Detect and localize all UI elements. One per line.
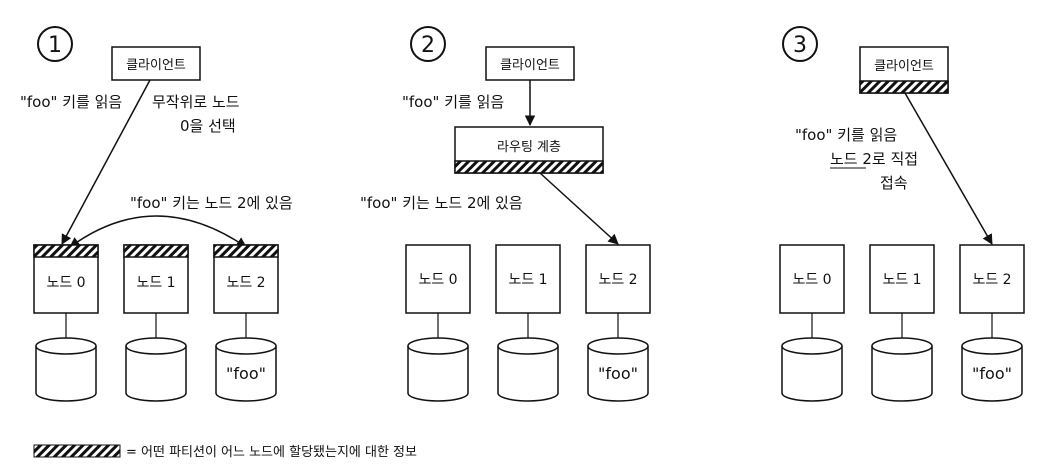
disk-value: "foo" bbox=[972, 364, 1012, 383]
client-to-node0-arrow bbox=[61, 79, 151, 245]
node-label: 노드 0 bbox=[46, 275, 85, 291]
node-1-box: 노드 1 bbox=[869, 244, 935, 314]
disk-value: "foo" bbox=[598, 364, 638, 383]
node-label: 노드 2 bbox=[972, 272, 1011, 288]
forward-label: "foo" 키는 노드 2에 있음 bbox=[130, 194, 293, 212]
step-2-circle bbox=[410, 26, 446, 62]
routing-label: 라우팅 계층 bbox=[497, 140, 561, 155]
panel-1: 1 클라이언트 "foo" 키를 읽음 무작위로 노드 0을 선택 "foo" … bbox=[20, 26, 293, 402]
random-node-line-1: 무작위로 노드 bbox=[152, 93, 240, 111]
client-box-1: 클라이언트 bbox=[111, 46, 201, 81]
node-1-box: 노드 1 bbox=[495, 244, 561, 314]
node-label: 노드 2 bbox=[598, 272, 637, 288]
client-box-3: 클라이언트 bbox=[859, 46, 949, 94]
routing-to-node2-arrow bbox=[539, 172, 619, 245]
panel-3: 3 클라이언트 "foo" 키를 읽음 노드 2로 직접 접속 노드 0 노드 … bbox=[779, 26, 1025, 402]
forward-label: "foo" 키는 노드 2에 있음 bbox=[360, 194, 523, 212]
client-label: 클라이언트 bbox=[874, 59, 934, 74]
node-label: 노드 1 bbox=[508, 272, 547, 288]
disk-0 bbox=[781, 337, 843, 402]
legend-text: = 어떤 파티션이 어느 노드에 할당됐는지에 대한 정보 bbox=[126, 445, 417, 460]
node-2-box: 노드 2 bbox=[213, 244, 279, 314]
routing-tier-box: 라우팅 계층 bbox=[454, 126, 604, 174]
node0-to-node2-curve bbox=[69, 215, 247, 248]
node-label: 노드 0 bbox=[792, 272, 831, 288]
node-2-box: 노드 2 bbox=[959, 244, 1025, 314]
disk-1 bbox=[497, 337, 559, 402]
client-box-2: 클라이언트 bbox=[485, 46, 575, 81]
legend-hatch-swatch bbox=[33, 444, 121, 458]
read-key-line-3: 접속 bbox=[880, 174, 908, 192]
step-2-number: 2 bbox=[421, 33, 435, 58]
read-key-label: "foo" 키를 읽음 bbox=[402, 93, 504, 111]
client-to-node2-arrow bbox=[904, 92, 993, 245]
read-key-line-1: "foo" 키를 읽음 bbox=[795, 126, 897, 144]
read-key-line-2: 노드 2로 직접 bbox=[830, 150, 918, 168]
step-1-number: 1 bbox=[48, 33, 62, 58]
client-label: 클라이언트 bbox=[500, 58, 560, 73]
panel-2: 2 클라이언트 "foo" 키를 읽음 라우팅 계층 "foo" 키는 노드 2… bbox=[360, 26, 651, 402]
read-key-label: "foo" 키를 읽음 bbox=[20, 93, 122, 111]
step-3-circle bbox=[782, 26, 818, 62]
disk-2: "foo" bbox=[961, 337, 1023, 402]
node-label: 노드 1 bbox=[136, 275, 175, 291]
node-1-box: 노드 1 bbox=[123, 244, 189, 314]
disk-0 bbox=[407, 337, 469, 402]
disk-2: "foo" bbox=[215, 337, 277, 402]
disk-2: "foo" bbox=[587, 337, 649, 402]
node-label: 노드 2 bbox=[226, 275, 265, 291]
disk-0 bbox=[35, 337, 97, 402]
disk-1 bbox=[125, 337, 187, 402]
random-node-line-2: 0을 선택 bbox=[180, 117, 236, 135]
node-0-box: 노드 0 bbox=[779, 244, 845, 314]
node-label: 노드 0 bbox=[418, 272, 457, 288]
disk-value: "foo" bbox=[226, 364, 266, 383]
legend: = 어떤 파티션이 어느 노드에 할당됐는지에 대한 정보 bbox=[33, 444, 417, 460]
node-0-box: 노드 0 bbox=[33, 244, 99, 314]
client-label: 클라이언트 bbox=[126, 58, 186, 73]
node-0-box: 노드 0 bbox=[405, 244, 471, 314]
step-1-circle bbox=[37, 26, 73, 62]
node-2-box: 노드 2 bbox=[585, 244, 651, 314]
step-3-number: 3 bbox=[793, 33, 807, 58]
disk-1 bbox=[871, 337, 933, 402]
node-label: 노드 1 bbox=[882, 272, 921, 288]
